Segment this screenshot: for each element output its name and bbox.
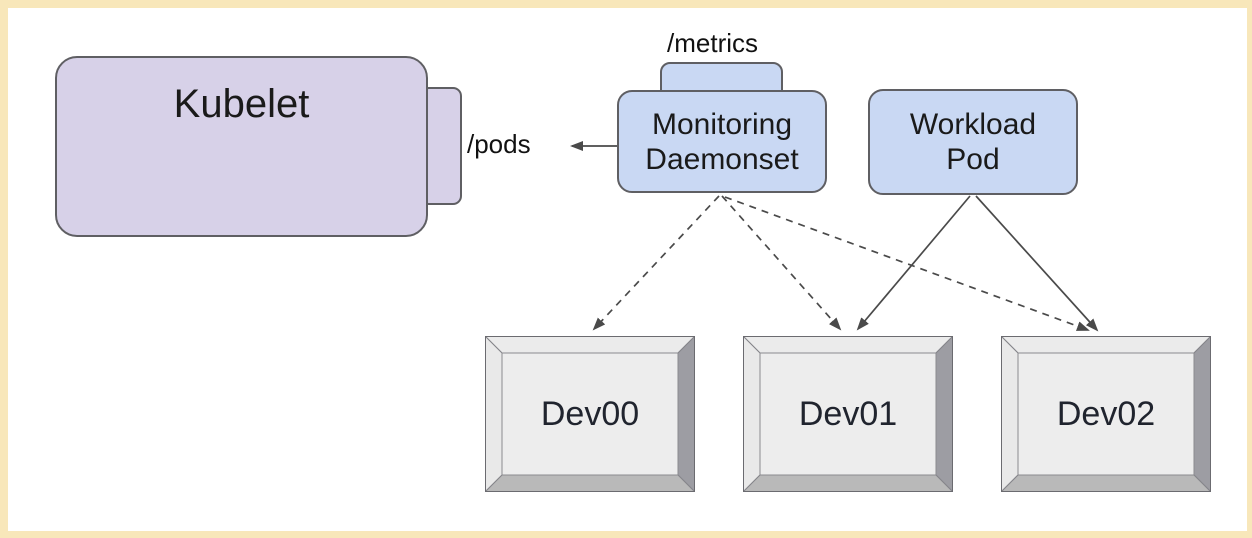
- kubelet-label: Kubelet: [173, 82, 310, 126]
- edge-monitoring-to-dev01: [721, 195, 842, 331]
- edge-workload-to-dev01: [856, 195, 971, 331]
- dev01-label: Dev01: [798, 394, 898, 433]
- workload-label-line1: Workload: [909, 108, 1037, 141]
- edge-workload-to-dev02: [975, 195, 1099, 332]
- frame-border-left: [0, 0, 8, 538]
- node-monitoring-daemonset: Monitoring Daemonset: [617, 90, 827, 193]
- node-dev00: Dev00: [485, 336, 695, 492]
- monitoring-label-line1: Monitoring: [651, 107, 793, 141]
- frame-border-right: [1247, 0, 1252, 538]
- node-kubelet: Kubelet: [55, 56, 428, 237]
- dev00-label: Dev00: [540, 394, 640, 433]
- node-workload-pod: Workload Pod: [868, 89, 1078, 195]
- dev01-keycap-graphic: [743, 336, 953, 492]
- frame-border-top: [0, 0, 1252, 8]
- dev00-keycap-graphic: [485, 336, 695, 492]
- frame-border-bottom: [0, 531, 1252, 538]
- workload-label-line2: Pod: [946, 143, 1000, 176]
- edge-monitoring-to-dev02: [724, 196, 1090, 331]
- node-dev01: Dev01: [743, 336, 953, 492]
- edge-monitoring-to-dev00: [592, 195, 720, 331]
- dev02-keycap-graphic: [1001, 336, 1211, 492]
- metrics-endpoint-label: /metrics: [667, 28, 758, 58]
- node-dev02: Dev02: [1001, 336, 1211, 492]
- monitoring-label-line2: Daemonset: [645, 142, 799, 176]
- pods-endpoint-label: /pods: [467, 129, 531, 159]
- dev02-label: Dev02: [1056, 394, 1156, 433]
